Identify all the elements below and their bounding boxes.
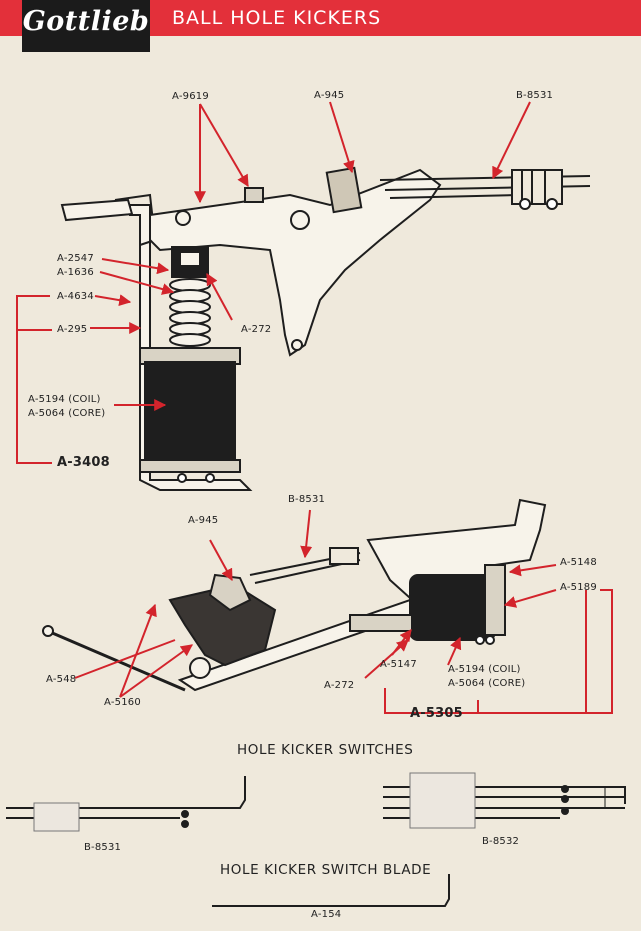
label-a5305-assembly: A-5305 <box>410 706 463 721</box>
diagram1-leaders <box>16 101 531 464</box>
label-a548: A-548 <box>46 674 77 685</box>
label-b8532-switch: B-8532 <box>482 836 520 847</box>
switch-b8532-drawing <box>383 772 626 829</box>
section-title-blade: HOLE KICKER SWITCH BLADE <box>220 862 432 878</box>
kicker-assembly-a3408 <box>60 166 591 491</box>
label-a1636: A-1636 <box>57 267 94 278</box>
label-a2547: A-2547 <box>57 253 94 264</box>
label-a3408-assembly: A-3408 <box>57 455 110 470</box>
label-a5147: A-5147 <box>380 659 417 670</box>
diagram2-leaders <box>74 509 613 714</box>
logo-text: Gottlieb <box>22 6 150 37</box>
label-b8531-switch: B-8531 <box>84 842 122 853</box>
label-a5064-core: A-5064 (CORE) <box>28 408 106 419</box>
label-a272: A-272 <box>241 324 272 335</box>
label-a5064-core-2: A-5064 (CORE) <box>448 678 526 689</box>
label-a154-blade: A-154 <box>311 909 342 920</box>
section-title-switches: HOLE KICKER SWITCHES <box>237 742 414 758</box>
gottlieb-logo: Gottlieb <box>22 0 150 52</box>
label-a295: A-295 <box>57 324 88 335</box>
label-a5160: A-5160 <box>104 697 141 708</box>
label-a945-2: A-945 <box>188 515 219 526</box>
label-b8531-2: B-8531 <box>288 494 326 505</box>
label-a272-2: A-272 <box>324 680 355 691</box>
label-a5148: A-5148 <box>560 557 597 568</box>
label-a5194-coil-2: A-5194 (COIL) <box>448 664 521 675</box>
switch-b8531-drawing <box>6 776 246 832</box>
switch-blade-drawing <box>212 874 450 907</box>
page-title: BALL HOLE KICKERS <box>172 7 382 29</box>
kicker-assembly-a5305 <box>42 498 547 692</box>
label-b8531: B-8531 <box>516 90 554 101</box>
label-a9619: A-9619 <box>172 91 209 102</box>
label-a5189: A-5189 <box>560 582 597 593</box>
label-a4634: A-4634 <box>57 291 94 302</box>
label-a945: A-945 <box>314 90 345 101</box>
label-a5194-coil: A-5194 (COIL) <box>28 394 101 405</box>
